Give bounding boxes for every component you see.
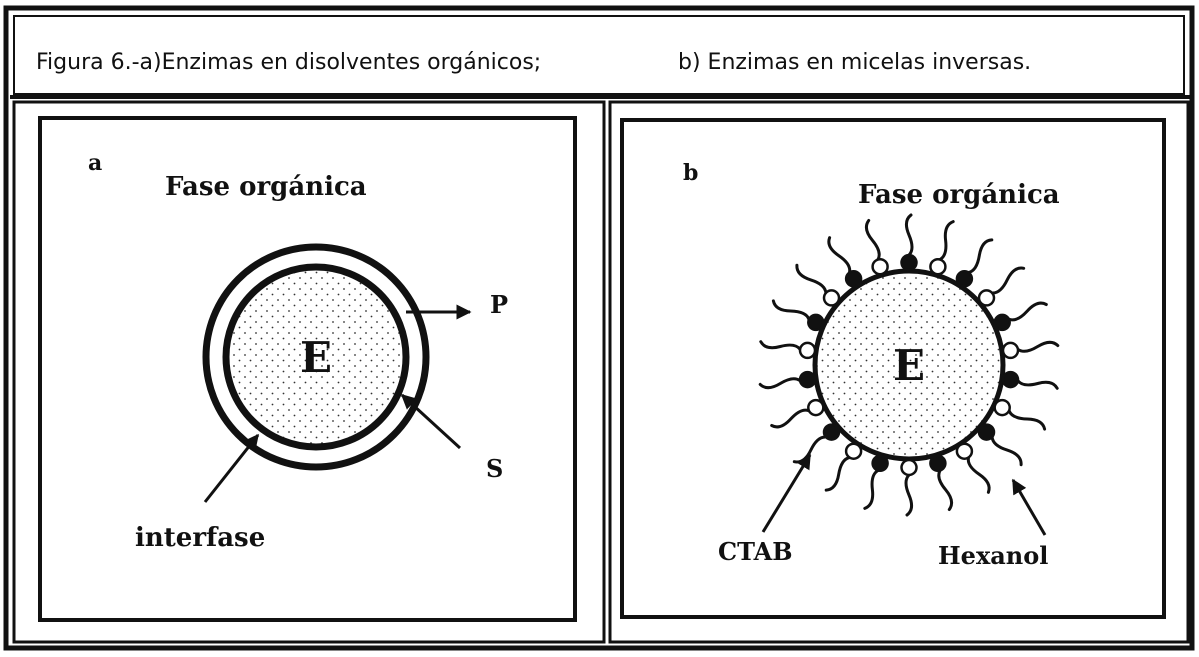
hexanol-head: [808, 400, 823, 415]
surfactant-tail: [773, 301, 809, 319]
interface-label: interfase: [135, 523, 265, 553]
arrow-to-interface: [205, 435, 258, 502]
caption-part-a: Figura 6.-a)Enzimas en disolventes orgán…: [36, 50, 541, 75]
surfactant-tail: [1018, 381, 1057, 389]
surfactant-tail: [940, 222, 953, 260]
surfactant-tail: [1009, 411, 1045, 429]
ctab-head: [846, 271, 861, 286]
caption-part-b: b) Enzimas en micelas inversas.: [678, 50, 1031, 75]
surfactant-tail: [906, 215, 912, 255]
surfactant-tail: [761, 342, 800, 350]
surfactant-tail: [968, 458, 989, 493]
hexanol-head: [1003, 343, 1018, 358]
surfactant-tail: [939, 471, 952, 510]
hexanol-head: [957, 444, 972, 459]
hexanol-head: [873, 259, 888, 274]
ctab-head: [800, 372, 815, 387]
surfactant-tail: [760, 379, 800, 388]
surfactant-tail: [826, 458, 849, 491]
surfactant-tail: [866, 221, 879, 260]
panel-a-letter: a: [88, 150, 102, 176]
hexanol-head: [902, 460, 917, 475]
enzyme-label-a: E: [300, 333, 332, 382]
ctab-head: [957, 271, 972, 286]
hexanol-head: [800, 343, 815, 358]
surfactant-tail: [1018, 342, 1058, 351]
ctab-label: CTAB: [718, 537, 793, 566]
arrow-to-ctab: [763, 455, 810, 532]
ctab-head: [979, 425, 994, 440]
ctab-head: [808, 315, 823, 330]
hexanol-head: [846, 444, 861, 459]
substrate-label: S: [486, 454, 503, 483]
surfactant-tail: [992, 437, 1021, 465]
surfactant-tail: [772, 410, 809, 427]
ctab-head: [902, 255, 917, 270]
ctab-head: [873, 456, 888, 471]
enzyme-label-b: E: [893, 341, 925, 390]
ctab-head: [1003, 372, 1018, 387]
surfactant-tail: [992, 268, 1024, 293]
ctab-head: [995, 315, 1010, 330]
ctab-head: [930, 456, 945, 471]
product-label: P: [490, 290, 508, 319]
hexanol-head: [979, 290, 994, 305]
surfactant-tail: [906, 475, 912, 515]
surfactant-tail: [1009, 303, 1046, 320]
surfactant-tail: [797, 265, 826, 293]
surfactant-tail: [794, 437, 826, 462]
panel-b-letter: b: [683, 160, 698, 186]
surfactant-tail: [865, 471, 878, 509]
arrow-from-substrate: [402, 395, 460, 448]
surfactant-tail: [829, 238, 850, 273]
hexanol-head: [995, 400, 1010, 415]
panel-b-phase-label: Fase orgánica: [858, 180, 1060, 210]
hexanol-head: [930, 259, 945, 274]
ctab-head: [824, 425, 839, 440]
panel-a-phase-label: Fase orgánica: [165, 172, 367, 202]
arrow-to-hexanol: [1013, 480, 1045, 535]
surfactant-tail: [969, 240, 992, 273]
hexanol-head: [824, 290, 839, 305]
hexanol-label: Hexanol: [938, 541, 1048, 570]
